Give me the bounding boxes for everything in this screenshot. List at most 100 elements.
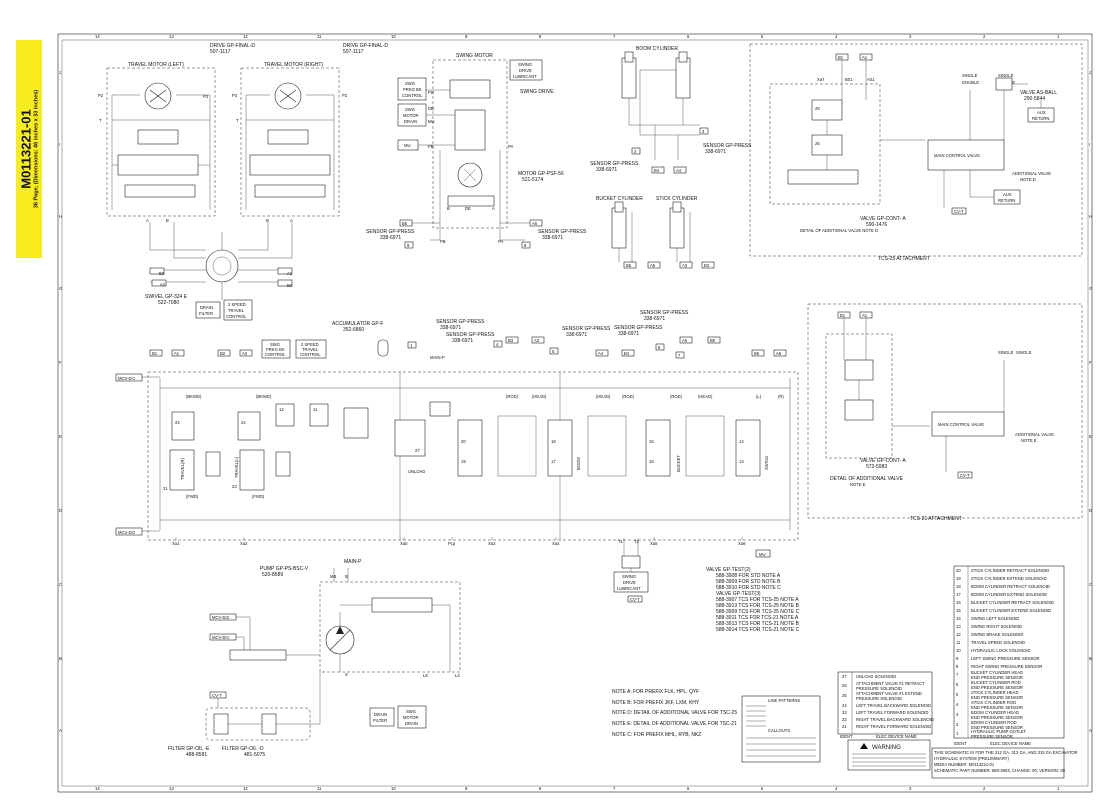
- right-motor-symbol: [274, 82, 302, 110]
- swing-lubricant-box: [509, 59, 543, 81]
- svg-text:4: 4: [496, 342, 499, 347]
- svg-text:MU: MU: [404, 143, 411, 148]
- svg-text:Xa1: Xa1: [172, 541, 180, 546]
- svg-text:13: 13: [169, 786, 174, 791]
- svg-text:3: 3: [909, 34, 912, 39]
- svg-text:IDENT: IDENT: [954, 741, 967, 746]
- svg-text:27: 27: [842, 674, 847, 679]
- svg-text:B6: B6: [402, 221, 408, 226]
- svg-text:BUCKET CYLINDER HEAD: BUCKET CYLINDER HEAD: [971, 670, 1023, 675]
- svg-text:3: 3: [956, 712, 959, 717]
- svg-text:Xa5: Xa5: [650, 541, 658, 546]
- svg-text:LUBRICANT: LUBRICANT: [513, 74, 537, 79]
- svg-text:SENSOR GP-PRESS: SENSOR GP-PRESS: [703, 143, 752, 149]
- svg-text:23: 23: [232, 484, 237, 489]
- right-motor-valve-3: [254, 184, 326, 198]
- svg-text:TRAVEL MOTOR (LEFT): TRAVEL MOTOR (LEFT): [128, 62, 184, 68]
- document-title-tab: M0113221-01 36 Page, (Dimensions: 46 inc…: [16, 40, 42, 258]
- svg-text:ADDITIONAL VALVE: ADDITIONAL VALVE: [1015, 432, 1054, 437]
- svg-text:A1: A1: [174, 351, 180, 356]
- svg-text:2 SPEED: 2 SPEED: [228, 302, 246, 307]
- grid-rows-left: J I H G F E D C B A: [59, 70, 62, 733]
- svg-text:4: 4: [835, 786, 838, 791]
- svg-text:SENSOR GP-PRESS: SENSOR GP-PRESS: [640, 310, 689, 316]
- svg-text:VALVE GP-CONT- A: VALVE GP-CONT- A: [860, 216, 906, 222]
- left-motor-symbol: [144, 82, 172, 110]
- svg-text:PA: PA: [498, 239, 503, 244]
- svg-text:27: 27: [415, 448, 420, 453]
- svg-text:(R): (R): [778, 394, 784, 399]
- svg-text:B01: B01: [845, 77, 853, 82]
- mcv-body: [147, 371, 799, 541]
- sheet-border: [57, 33, 1093, 793]
- svg-text:22: 22: [175, 420, 180, 425]
- svg-text:STICK CYLINDER: STICK CYLINDER: [656, 196, 698, 202]
- svg-text:DRIVE: DRIVE: [623, 580, 636, 585]
- svg-text:AUX: AUX: [1037, 110, 1046, 115]
- grid-columns-bottom: 14 13 12 11 10 9 8 7 6 5 4 3 2 1: [95, 786, 1060, 791]
- svg-text:CV-T: CV-T: [954, 209, 964, 214]
- svg-text:DE: DE: [465, 206, 471, 211]
- two-speed-box-mcv: [295, 339, 327, 359]
- two-speed-travel-box: [223, 299, 253, 321]
- svg-text:521-5174: 521-5174: [522, 177, 543, 183]
- svg-text:507-1117: 507-1117: [343, 49, 364, 55]
- svg-text:520-8589: 520-8589: [262, 572, 283, 578]
- svg-text:4: 4: [956, 702, 959, 707]
- svg-text:PA: PA: [508, 144, 513, 149]
- svg-text:2: 2: [634, 149, 637, 154]
- svg-text:A1: A1: [287, 271, 293, 276]
- svg-text:B3: B3: [508, 338, 514, 343]
- swivel-joint: [205, 249, 239, 283]
- svg-text:SINGLE: SINGLE: [998, 73, 1014, 78]
- filter-box: [205, 707, 311, 741]
- svg-text:20: 20: [956, 568, 961, 573]
- svg-text:338-6971: 338-6971: [644, 316, 665, 322]
- svg-text:DRIVE GP-FINAL-D: DRIVE GP-FINAL-D: [343, 43, 388, 49]
- tcs21-section: TCS-21 ATTACHMENT B1 A1 VALVE GP-CONT- A…: [807, 303, 1083, 522]
- svg-text:DRAIN: DRAIN: [404, 119, 417, 124]
- tcs21-box: [807, 303, 1083, 519]
- svg-text:Xa0: Xa0: [400, 541, 408, 546]
- svg-text:588-3913 TCS FOR TCS-21 NOTE B: 588-3913 TCS FOR TCS-21 NOTE B: [716, 621, 800, 627]
- svg-text:TCS-25 ATTACHMENT: TCS-25 ATTACHMENT: [878, 256, 930, 262]
- svg-text:TCS-21 ATTACHMENT: TCS-21 ATTACHMENT: [910, 516, 962, 522]
- svg-text:5: 5: [761, 786, 764, 791]
- svg-text:18: 18: [956, 584, 961, 589]
- svg-text:23: 23: [842, 710, 847, 715]
- left-motor-valve-1: [137, 129, 179, 145]
- boom-cylinder-left: [621, 57, 637, 99]
- svg-text:SENSOR GP-PRESS: SENSOR GP-PRESS: [614, 325, 663, 331]
- svg-text:338-6971: 338-6971: [596, 167, 617, 173]
- svg-text:A4: A4: [598, 351, 604, 356]
- svg-text:B: B: [447, 206, 450, 211]
- svg-text:(L): (L): [756, 394, 762, 399]
- svg-text:STICK CYLINDER RETRACT SOLENOI: STICK CYLINDER RETRACT SOLENOID: [971, 568, 1049, 573]
- svg-text:A: A: [290, 218, 293, 223]
- svg-text:SENSOR GP-PRESS: SENSOR GP-PRESS: [538, 229, 587, 235]
- swing-motor-section: SWING MOTOR SWING DRIVE LUBRICANT SWING …: [366, 53, 587, 249]
- svg-text:H: H: [59, 214, 62, 219]
- sheet-inner-border: [61, 39, 1089, 787]
- svg-text:6: 6: [687, 786, 690, 791]
- svg-text:14: 14: [95, 786, 100, 791]
- svg-text:2: 2: [983, 34, 986, 39]
- svg-text:SINGLE: SINGLE: [1016, 350, 1032, 355]
- svg-text:21: 21: [163, 486, 168, 491]
- svg-text:SINGLE: SINGLE: [962, 73, 978, 78]
- svg-text:522-7080: 522-7080: [158, 300, 179, 306]
- svg-text:14: 14: [95, 34, 100, 39]
- svg-text:ATTACHMENT VALVE #1 RETRACT: ATTACHMENT VALVE #1 RETRACT: [856, 681, 925, 686]
- svg-text:SWING: SWING: [622, 574, 636, 579]
- svg-text:DRAIN: DRAIN: [374, 712, 387, 717]
- svg-text:SENSOR GP-PRESS: SENSOR GP-PRESS: [446, 332, 495, 338]
- svg-text:6: 6: [687, 34, 690, 39]
- svg-text:5: 5: [956, 692, 959, 697]
- svg-text:19: 19: [956, 576, 961, 581]
- svg-text:B: B: [266, 218, 269, 223]
- swing-drive-lubricant-box: [613, 571, 649, 593]
- svg-text:Xa3: Xa3: [488, 541, 496, 546]
- svg-text:8: 8: [539, 786, 542, 791]
